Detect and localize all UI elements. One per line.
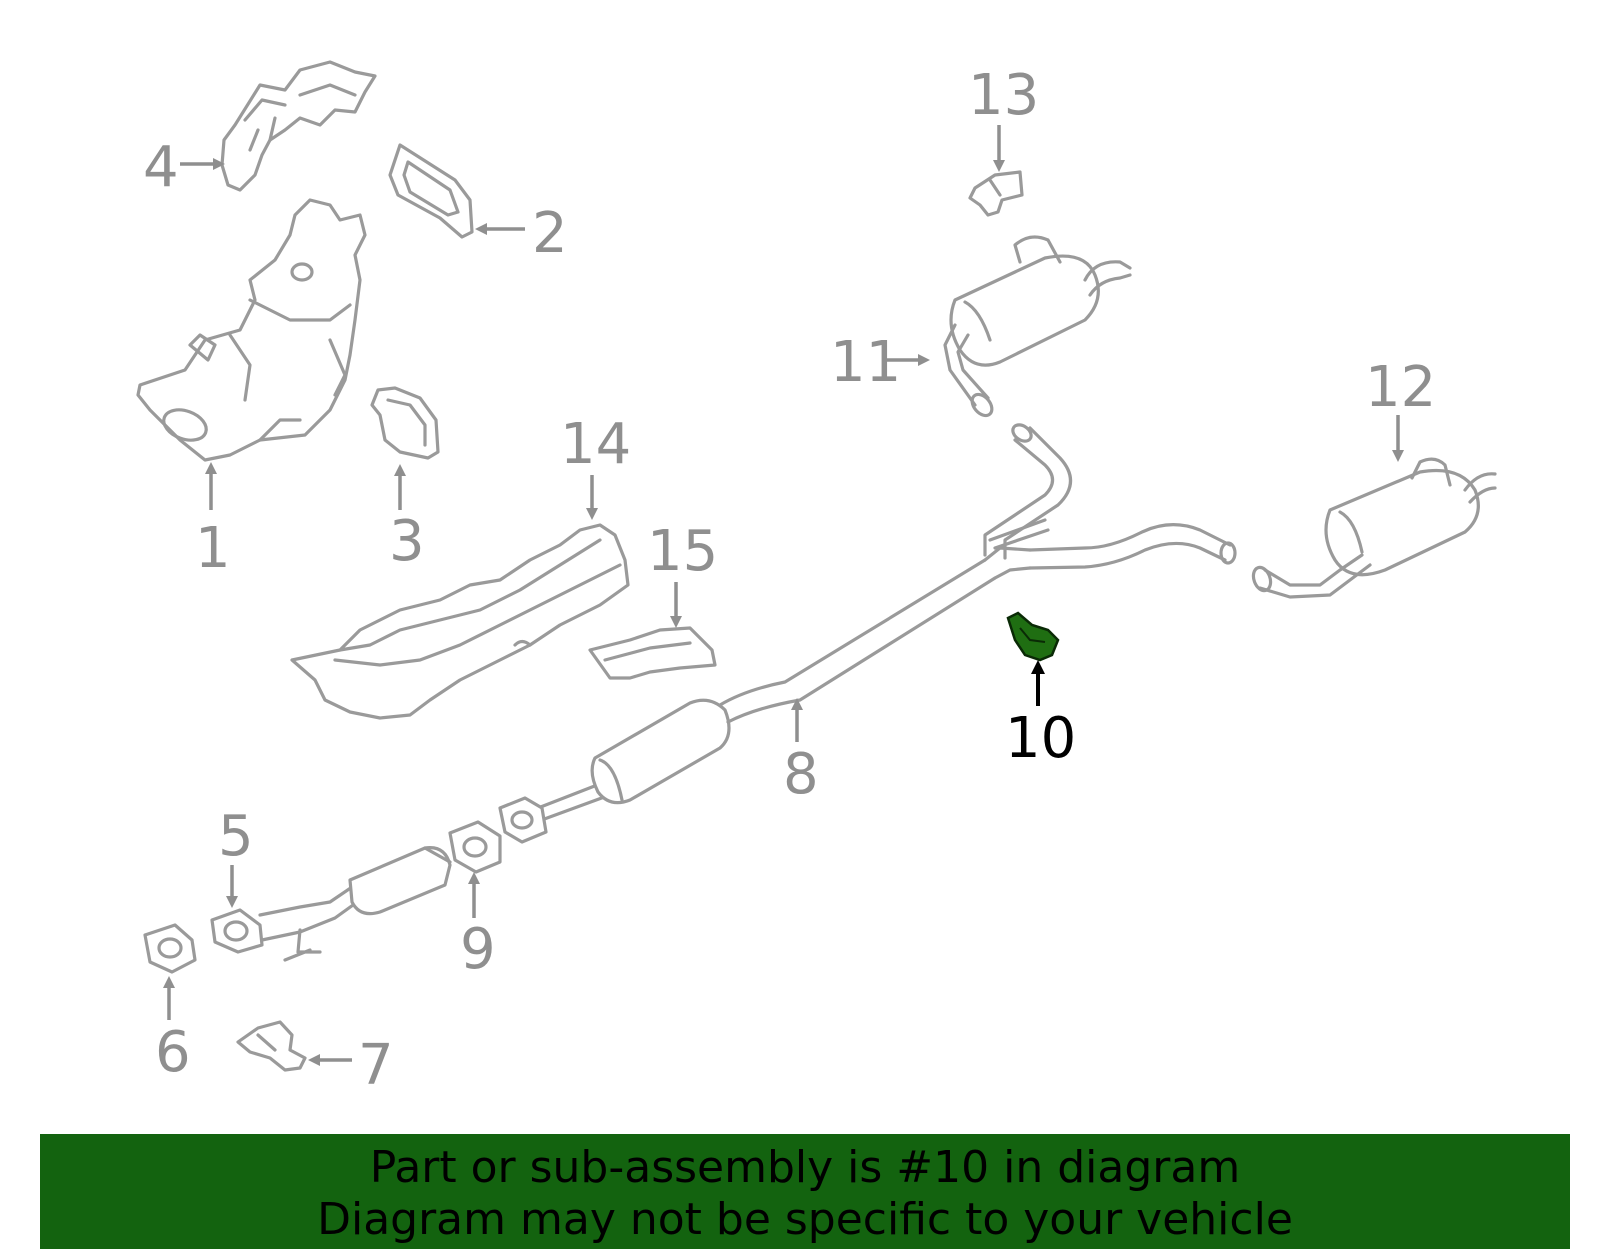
- part-13-hanger[interactable]: [968, 170, 1024, 217]
- callout-6: 6: [155, 1020, 191, 1085]
- callout-12: 12: [1365, 355, 1436, 420]
- callout-1: 1: [195, 516, 231, 581]
- info-banner: Part or sub-assembly is #10 in diagram D…: [40, 1134, 1570, 1249]
- part-3-bracket[interactable]: [370, 386, 440, 460]
- callout-4: 4: [143, 135, 179, 200]
- callout-11: 11: [830, 330, 901, 395]
- part-6-gasket[interactable]: [143, 923, 197, 974]
- part-4-heat-shield[interactable]: [220, 60, 377, 192]
- callout-3: 3: [389, 509, 425, 574]
- callout-8: 8: [783, 742, 819, 807]
- part-12-muffler[interactable]: [1250, 457, 1497, 599]
- part-5-front-pipe[interactable]: [210, 846, 452, 962]
- part-1-exhaust-manifold[interactable]: [136, 198, 367, 462]
- part-2-gasket[interactable]: [388, 143, 474, 239]
- banner-line-2: Diagram may not be specific to your vehi…: [317, 1194, 1293, 1245]
- part-9-gasket[interactable]: [448, 820, 502, 874]
- part-15-heat-shield[interactable]: [588, 626, 717, 680]
- arrows: [163, 125, 1404, 1066]
- y-pipe[interactable]: [983, 422, 1237, 580]
- callout-7: 7: [358, 1033, 394, 1098]
- banner-line-1: Part or sub-assembly is #10 in diagram: [369, 1142, 1241, 1193]
- callout-14: 14: [560, 412, 631, 477]
- callout-15: 15: [647, 519, 718, 584]
- part-11-muffler[interactable]: [943, 235, 1132, 419]
- callout-13: 13: [968, 63, 1039, 128]
- callout-labels: 4 2 1 3 14 15 8 11 13 12 10 5 9 6 7: [143, 63, 1436, 1098]
- callout-5: 5: [218, 804, 254, 869]
- callout-10: 10: [1005, 706, 1076, 771]
- part-8-center-pipe[interactable]: [498, 558, 997, 844]
- part-10-hanger[interactable]: [1006, 611, 1060, 662]
- part-7-bracket[interactable]: [236, 1020, 307, 1072]
- callout-9: 9: [460, 917, 496, 982]
- callout-2: 2: [532, 201, 568, 266]
- part-14-heat-shield[interactable]: [290, 523, 630, 720]
